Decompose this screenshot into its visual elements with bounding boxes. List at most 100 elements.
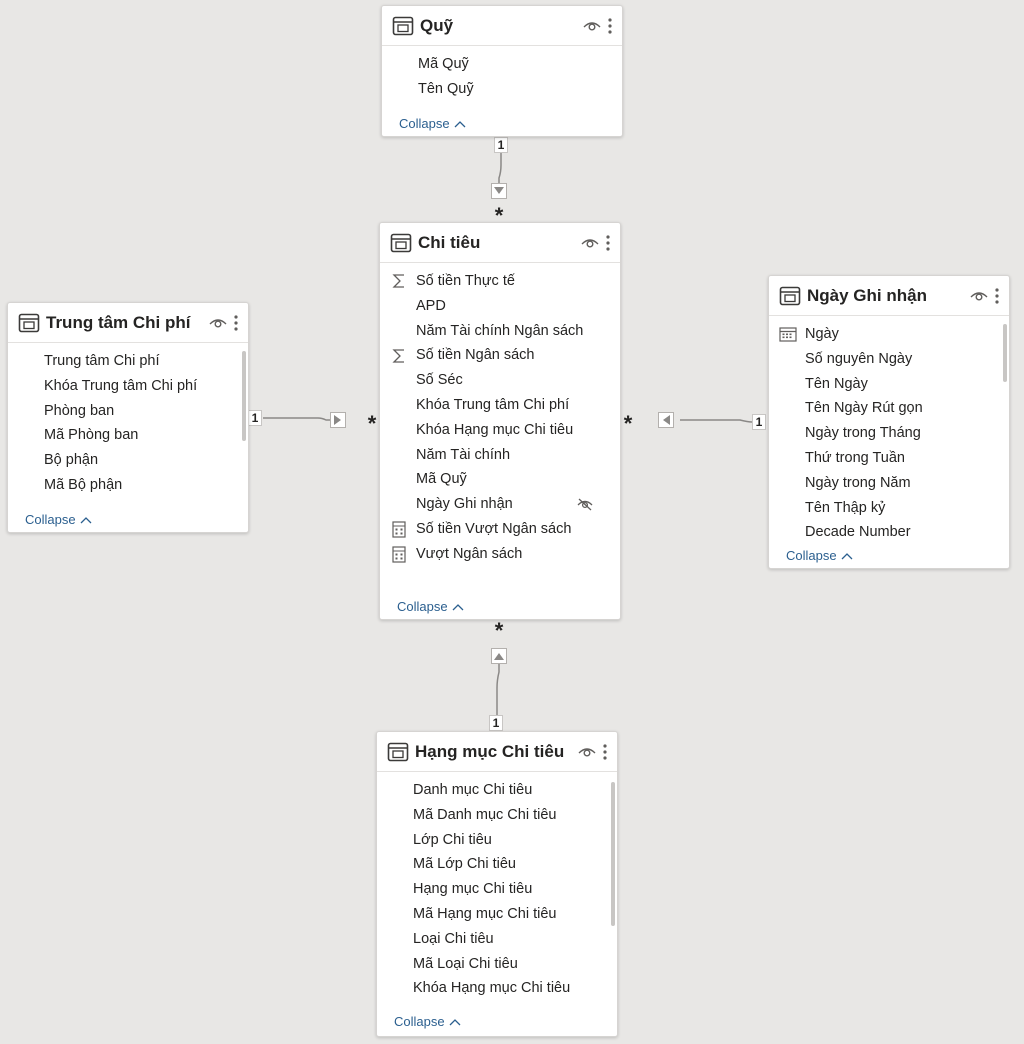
field-item[interactable]: Số nguyên Ngày [805,347,1009,372]
collapse-button[interactable]: Collapse [399,116,466,131]
table-title: Trung tâm Chi phí [46,312,191,332]
calculator-icon [392,546,406,563]
more-options-icon[interactable] [232,313,240,333]
field-item[interactable]: Phòng ban [44,399,248,424]
field-item[interactable]: Vượt Ngân sách [392,542,620,567]
field-item[interactable]: Tên Quỹ [418,77,622,102]
rel-quy-arrow[interactable] [491,183,507,199]
rel-ngay-arrow[interactable] [658,412,674,428]
field-item[interactable]: APD [416,294,620,319]
scrollbar[interactable] [242,351,246,441]
field-item[interactable]: Số tiền Vượt Ngân sách [392,517,620,542]
triangle-right-icon [334,415,341,425]
field-item[interactable]: Ngày trong Tháng [805,421,1009,446]
visibility-eye-icon[interactable] [580,233,600,253]
rel-ngay-many: * [623,411,633,436]
table-icon [779,286,801,305]
collapse-button[interactable]: Collapse [394,1014,461,1029]
field-item[interactable]: Tên Ngày Rút gọn [805,396,1009,421]
field-item[interactable]: Mã Lớp Chi tiêu [413,852,617,877]
visibility-eye-icon[interactable] [577,742,597,762]
field-item[interactable]: Decade Number [805,520,1009,542]
collapse-button[interactable]: Collapse [397,599,464,614]
field-item[interactable]: Lớp Chi tiêu [413,828,617,853]
hidden-eye-icon[interactable] [576,496,594,512]
field-item[interactable]: Khóa Hạng mục Chi tiêu [413,976,617,1001]
field-item[interactable]: Hạng mục Chi tiêu [413,877,617,902]
field-item[interactable]: Mã Danh mục Chi tiêu [413,803,617,828]
field-label: Mã Phòng ban [44,427,139,444]
field-item[interactable]: Mã Hạng mục Chi tiêu [413,902,617,927]
more-options-icon[interactable] [604,233,612,253]
field-item[interactable]: Khóa Hạng mục Chi tiêu [416,418,620,443]
collapse-label: Collapse [397,599,448,614]
field-item[interactable]: Số tiền Thực tế [392,269,620,294]
visibility-eye-icon[interactable] [969,286,989,306]
field-item[interactable]: Khóa Trung tâm Chi phí [44,374,248,399]
field-item[interactable]: Tên Ngày [805,372,1009,397]
field-item[interactable]: Ngày Ghi nhận [416,492,620,517]
more-options-icon[interactable] [601,742,609,762]
rel-hangmuc-many: * [494,618,504,643]
visibility-eye-icon[interactable] [208,313,228,333]
sigma-icon [392,349,404,363]
table-header[interactable]: Quỹ [382,6,622,46]
field-item[interactable]: Ngày trong Năm [805,471,1009,496]
table-header[interactable]: Chi tiêu [380,223,620,263]
collapse-button[interactable]: Collapse [25,512,92,527]
field-item[interactable]: Khóa Trung tâm Chi phí [416,393,620,418]
rel-trungtam-one: 1 [248,410,262,426]
table-icon [387,742,409,761]
triangle-down-icon [494,187,504,194]
field-item[interactable]: Thứ trong Tuần [805,446,1009,471]
field-item[interactable]: Bộ phận [44,448,248,473]
visibility-eye-icon[interactable] [582,16,602,36]
collapse-button[interactable]: Collapse [786,548,853,563]
table-header[interactable]: Hạng mục Chi tiêu [377,732,617,772]
field-label: Tên Ngày Rút gọn [805,400,923,417]
scrollbar[interactable] [611,782,615,926]
more-options-icon[interactable] [993,286,1001,306]
calendar-icon [779,327,797,342]
field-item[interactable]: Mã Quỹ [416,467,620,492]
field-item[interactable]: Danh mục Chi tiêu [413,778,617,803]
field-item[interactable]: Tên Thập kỷ [805,496,1009,521]
field-item[interactable]: Mã Bộ phận [44,473,248,498]
field-item[interactable]: Loại Chi tiêu [413,927,617,952]
table-header[interactable]: Ngày Ghi nhận [769,276,1009,316]
field-label: Mã Quỹ [416,471,467,488]
field-label: Khóa Trung tâm Chi phí [44,377,198,394]
field-item[interactable]: Mã Loại Chi tiêu [413,952,617,977]
sigma-icon [392,274,404,289]
table-header[interactable]: Trung tâm Chi phí [8,303,248,343]
field-item[interactable]: Số tiền Ngân sách [392,343,620,368]
rel-hangmuc-one: 1 [489,715,503,731]
chevron-up-icon [454,120,466,127]
field-label: Danh mục Chi tiêu [413,782,533,798]
field-item[interactable]: Trung tâm Chi phí [44,349,248,374]
field-item[interactable]: Mã Quỹ [418,52,622,77]
rel-hangmuc-arrow[interactable] [491,648,507,664]
chevron-up-icon [452,603,464,610]
field-label: Năm Tài chính Ngân sách [416,322,584,339]
field-label: Số nguyên Ngày [805,350,913,367]
rel-trungtam-arrow[interactable] [330,412,346,428]
more-options-icon[interactable] [606,16,614,36]
field-item[interactable]: Số Séc [416,368,620,393]
field-item[interactable]: Năm Tài chính [416,443,620,468]
field-label: Loại Chi tiêu [413,930,494,947]
field-item[interactable]: Ngày [779,322,1009,347]
field-label: Mã Hạng mục Chi tiêu [413,905,557,922]
scrollbar[interactable] [1003,324,1007,382]
field-item[interactable]: Năm Tài chính Ngân sách [416,319,620,344]
chevron-up-icon [80,516,92,523]
field-item[interactable]: Mã Phòng ban [44,423,248,448]
